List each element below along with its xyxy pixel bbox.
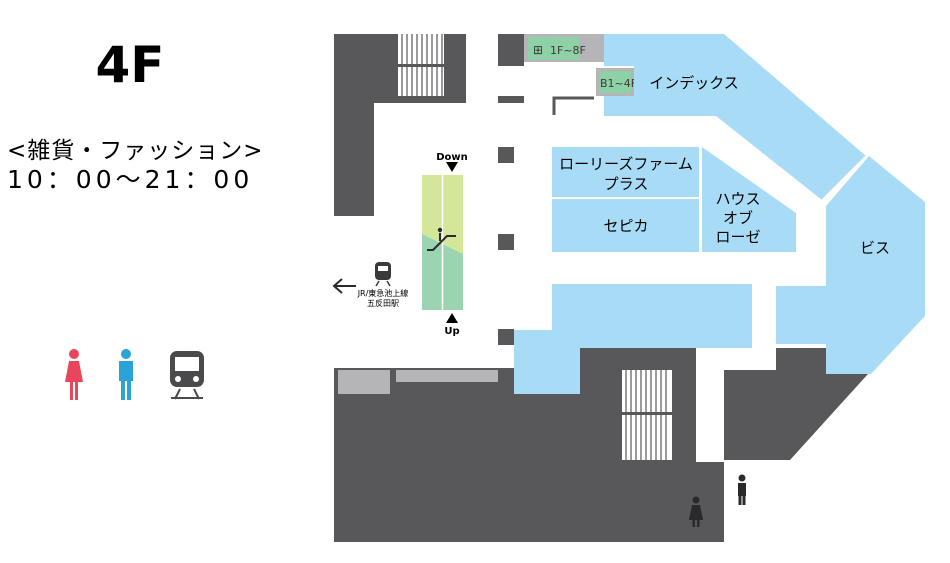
down-arrow-icon: [446, 162, 458, 172]
elevator-sub: [599, 71, 631, 93]
restroom-male-icon: [738, 474, 746, 505]
shop-house-label-1: ハウス: [715, 190, 760, 208]
escalator-up-label: Up: [444, 326, 459, 337]
female-restroom-icon: [65, 349, 83, 400]
svg-text:⊞: ⊞: [533, 43, 543, 57]
category-label: <雑貨・ファッション>: [7, 138, 264, 164]
up-arrow-icon: [446, 313, 458, 323]
shop-laurie-label-1: ローリーズファーム: [559, 155, 693, 173]
restroom-female-icon: [689, 496, 703, 527]
shop-house-label-3: ローゼ: [715, 228, 760, 246]
floor-title: 4F: [95, 36, 165, 94]
shop-house-of-rose[interactable]: [702, 147, 796, 252]
train-icon: [170, 351, 204, 400]
shop-sepica-label: セピカ: [603, 217, 648, 235]
opening-hours: 10：00～21：00: [7, 165, 254, 194]
escalator-down-label: Down: [436, 152, 468, 163]
shop-sepica[interactable]: [552, 199, 699, 252]
station-name-label: 五反田駅: [367, 298, 399, 308]
shop-house-label-2: オブ: [723, 209, 753, 227]
station-direction: [332, 262, 391, 294]
escalator: [420, 173, 465, 312]
shop-index-label: インデックス: [649, 74, 739, 92]
shop-laurie[interactable]: [552, 147, 699, 197]
elevator-main: [528, 37, 579, 60]
male-restroom-icon: [119, 349, 133, 400]
shop-laurie-label-2: プラス: [604, 175, 649, 193]
shop-vis-label: ビス: [860, 239, 890, 257]
elevator-sub-floors: B1~4F: [600, 77, 637, 90]
shop-lower[interactable]: [514, 284, 752, 394]
station-line-label: JR/東急池上線: [357, 288, 409, 298]
shop-vis[interactable]: [776, 156, 925, 374]
shop-index[interactable]: [604, 34, 866, 200]
elevator-main-floors: 1F~8F: [550, 44, 586, 57]
